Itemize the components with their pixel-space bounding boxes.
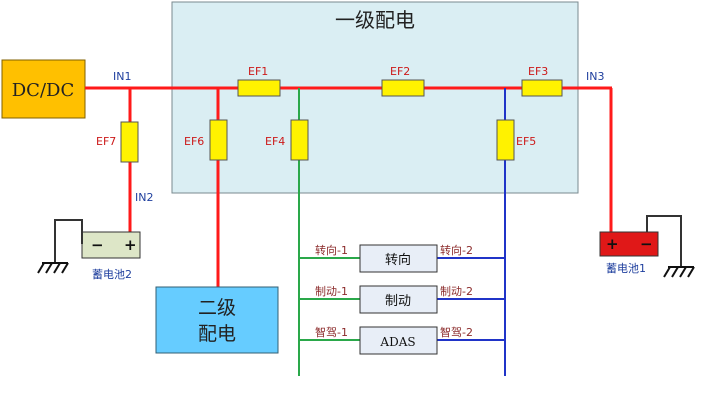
in1-label: IN1 [113,70,131,83]
braking-right-label: 制动-2 [440,285,473,298]
ef4-label: EF4 [265,135,285,148]
steering-right-label: 转向-2 [440,243,473,257]
ef6-label: EF6 [184,135,204,148]
battery-left-ground-wire [54,219,83,262]
battery-left-minus: − [91,236,104,254]
battery-left [81,231,141,259]
steering-load-label: 转向 [385,252,411,268]
battery-left-plus: + [124,236,137,254]
braking-load-label: 制动 [385,294,411,309]
ef1-label: EF1 [248,65,268,78]
steering-left-label: 转向-1 [315,243,348,257]
secondary-distribution-box [155,286,279,354]
ground-right-icon [663,266,695,278]
battery-right-plus: + [606,235,619,253]
battery-right-label: 蓄电池1 [606,262,646,275]
fuse-ef7 [120,121,139,163]
fuse-ef1 [237,79,281,97]
primary-distribution-panel [171,1,579,194]
fuse-ef2 [381,79,425,97]
fuse-ef4 [290,119,309,161]
adas-load-box [359,326,438,355]
secondary-distribution-line1: 二级 [198,297,236,319]
adas-left-label: 智驾-1 [315,325,348,339]
fuse-ef3 [521,79,563,97]
braking-load-box [359,285,438,314]
ef2-label: EF2 [390,65,410,78]
in3-label: IN3 [586,70,604,83]
ef7-label: EF7 [96,135,116,148]
battery-left-label: 蓄电池2 [92,268,132,281]
steering-load-box [359,244,438,273]
ef5-label: EF5 [516,135,536,148]
adas-load-label: ADAS [379,335,415,349]
ef3-label: EF3 [528,65,548,78]
dcdc-label: DC/DC [12,80,74,101]
battery-right-minus: − [640,235,653,253]
fuse-ef5 [496,119,515,161]
primary-distribution-title: 一级配电 [335,8,415,32]
battery-right-ground-wire [646,215,682,266]
dcdc-converter-box [1,59,86,119]
battery-right [599,231,659,257]
adas-right-label: 智驾-2 [440,325,473,339]
in2-label: IN2 [135,191,153,204]
fuse-ef6 [209,119,228,161]
ground-left-icon [37,262,69,274]
braking-left-label: 制动-1 [315,285,348,298]
secondary-distribution-line2: 配电 [198,323,236,345]
